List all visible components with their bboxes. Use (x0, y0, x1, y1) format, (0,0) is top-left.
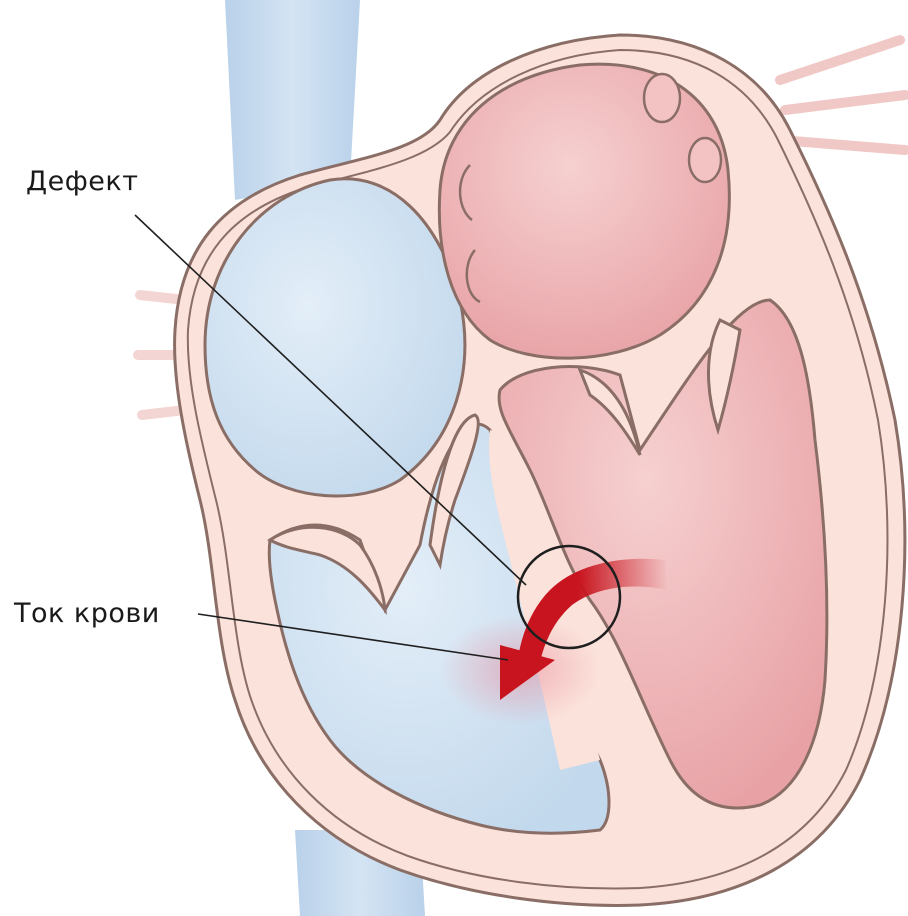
defect-label: Дефект (26, 168, 138, 195)
blood-flow-label: Ток крови (14, 600, 160, 627)
left-atrium (439, 64, 729, 358)
pulmonary-veins-right (780, 40, 905, 150)
